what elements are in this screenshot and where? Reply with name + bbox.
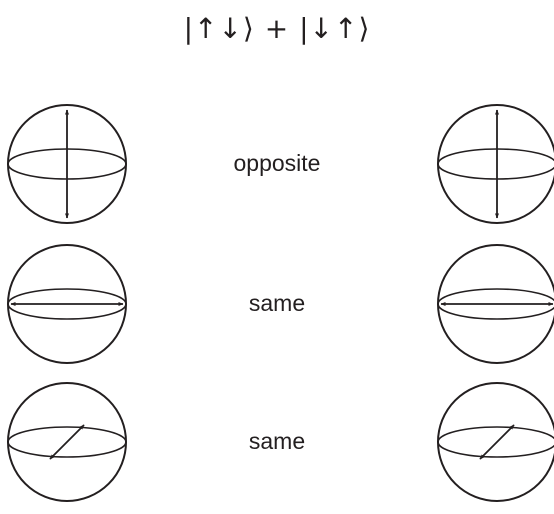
sphere-outline: [438, 105, 554, 223]
spin-arrow-diagonal: [50, 425, 84, 459]
sphere-left-row-2: [8, 245, 126, 363]
sphere-equator: [438, 149, 554, 179]
sphere-right-row-2: [438, 245, 554, 363]
sphere-left-row-3: [8, 383, 126, 501]
spin-arrow-diagonal: [480, 425, 514, 459]
sphere-left-row-1: [8, 105, 126, 223]
sphere-right-row-3: [438, 383, 554, 501]
sphere-right-row-1: [438, 105, 554, 223]
